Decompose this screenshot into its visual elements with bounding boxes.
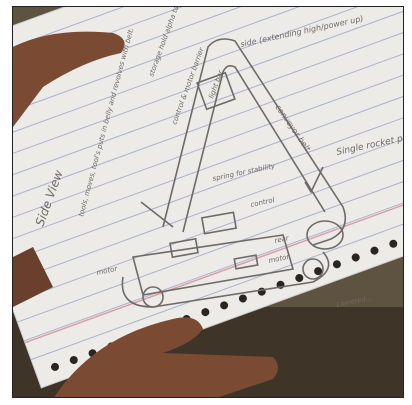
notebook-photo: side (extending high/power up) storage h… bbox=[12, 6, 404, 398]
notebook-scene: side (extending high/power up) storage h… bbox=[13, 7, 404, 398]
